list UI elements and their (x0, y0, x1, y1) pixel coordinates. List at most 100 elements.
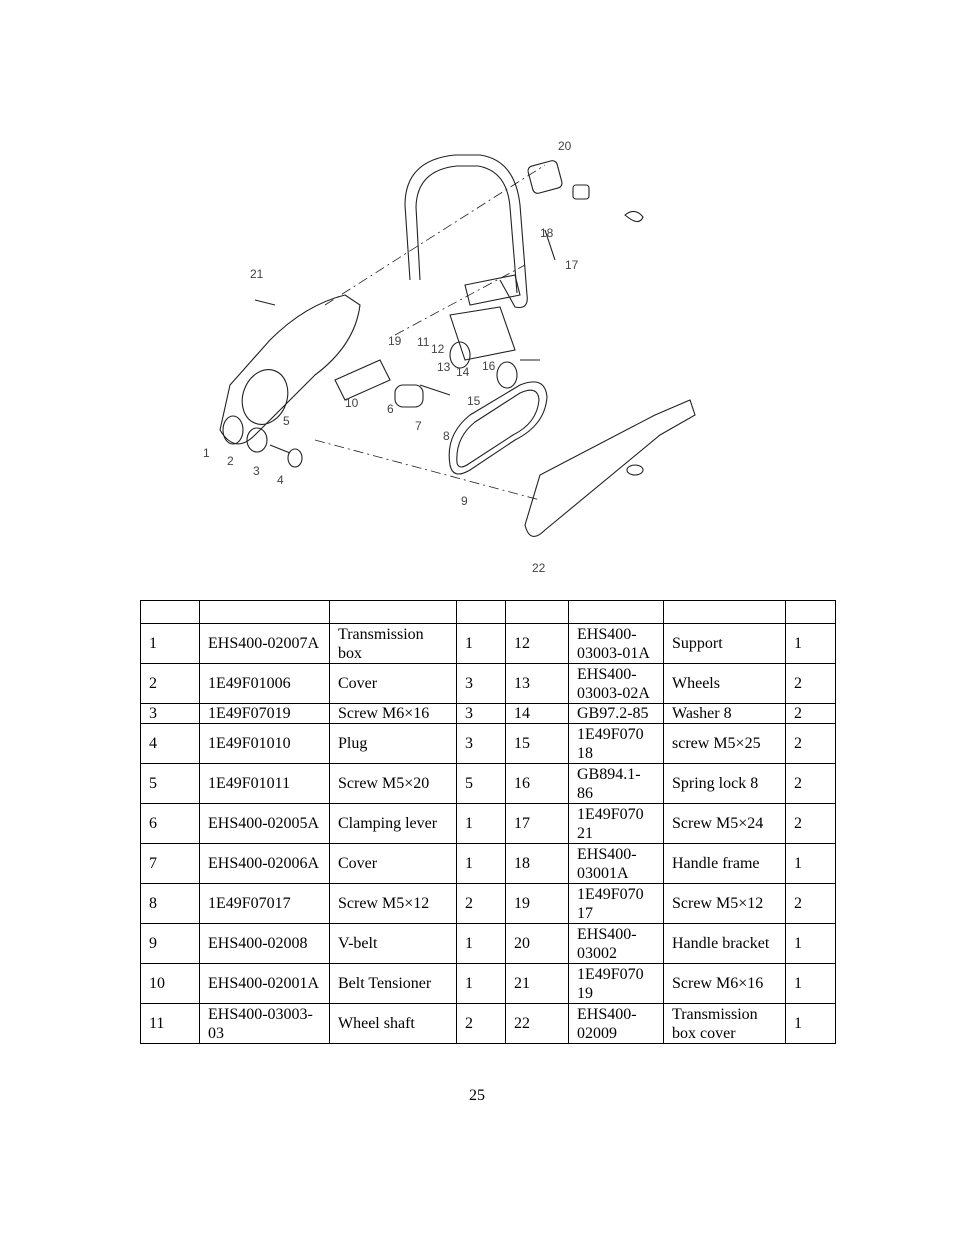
table-cell: EHS400-02001A (199, 963, 330, 1004)
header-cell (568, 600, 664, 624)
callout-22: 22 (532, 561, 546, 575)
table-cell: 2 (785, 723, 836, 764)
plug-4 (287, 448, 303, 468)
table-cell: 1E49F07017 (199, 883, 330, 924)
table-cell: 2 (785, 883, 836, 924)
exploded-parts-diagram: 1 2 3 4 5 6 7 8 9 10 11 12 13 14 15 16 1… (195, 135, 705, 580)
table-cell: 5 (140, 763, 200, 804)
table-cell: Cover (329, 663, 457, 704)
table-cell: Screw M5×24 (663, 803, 786, 844)
header-cell (329, 600, 457, 624)
table-cell: 5 (456, 763, 506, 804)
table-cell: 7 (140, 843, 200, 884)
table-cell: Screw M6×16 (663, 963, 786, 1004)
callout-18: 18 (540, 226, 554, 240)
table-cell: Screw M5×20 (329, 763, 457, 804)
table-cell: 1 (456, 963, 506, 1004)
callout-19: 19 (388, 334, 402, 348)
table-cell: 10 (140, 963, 200, 1004)
table-cell: 1 (785, 623, 836, 664)
table-cell: 17 (505, 803, 569, 844)
table-cell: Transmission box cover (663, 1003, 786, 1044)
callout-8: 8 (443, 429, 450, 443)
header-cell (199, 600, 330, 624)
table-cell: 1E49F01010 (199, 723, 330, 764)
header-cell (456, 600, 506, 624)
callout-12: 12 (431, 342, 445, 356)
table-cell: 12 (505, 623, 569, 664)
table-cell: 1E49F070 21 (568, 803, 664, 844)
table-cell: 2 (140, 663, 200, 704)
header-cell (785, 600, 836, 624)
table-cell: Wheel shaft (329, 1003, 457, 1044)
table-cell: EHS400-03003-03 (199, 1003, 330, 1044)
table-cell: EHS400-02006A (199, 843, 330, 884)
table-cell: Wheels (663, 663, 786, 704)
table-cell: EHS400-02007A (199, 623, 330, 664)
table-cell: 3 (456, 703, 506, 724)
table-cell: 1 (785, 923, 836, 964)
table-cell: Support (663, 623, 786, 664)
callout-1: 1 (203, 446, 210, 460)
v-belt (448, 381, 548, 475)
table-cell: 2 (456, 883, 506, 924)
callout-6: 6 (387, 402, 394, 416)
table-cell: 2 (785, 703, 836, 724)
callout-2: 2 (227, 454, 234, 468)
page-number: 25 (469, 1087, 485, 1104)
table-cell: 1E49F070 17 (568, 883, 664, 924)
table-cell: 1 (785, 1003, 836, 1044)
table-cell: 3 (456, 663, 506, 704)
header-cell (663, 600, 786, 624)
table-cell: 3 (456, 723, 506, 764)
table-cell: 3 (140, 703, 200, 724)
callout-3: 3 (253, 464, 260, 478)
table-cell: 11 (140, 1003, 200, 1044)
table-cell: 15 (505, 723, 569, 764)
table-cell: 1 (456, 623, 506, 664)
table-cell: Handle frame (663, 843, 786, 884)
table-cell: Screw M5×12 (329, 883, 457, 924)
transmission-box-cover (524, 399, 696, 537)
table-cell: Spring lock 8 (663, 763, 786, 804)
table-cell: 19 (505, 883, 569, 924)
diagram-drawing: 1 2 3 4 5 6 7 8 9 10 11 12 13 14 15 16 1… (203, 139, 696, 575)
table-cell: 1 (140, 623, 200, 664)
table-cell: 1 (456, 803, 506, 844)
table-header-row (140, 600, 836, 624)
table-cell: EHS400-03001A (568, 843, 664, 884)
callout-5: 5 (283, 414, 290, 428)
table-cell: 14 (505, 703, 569, 724)
table-cell: 1 (785, 843, 836, 884)
table-cell: EHS400-02009 (568, 1003, 664, 1044)
table-cell: 1 (456, 923, 506, 964)
table-cell: 2 (785, 803, 836, 844)
table-cell: Washer 8 (663, 703, 786, 724)
callout-9: 9 (461, 494, 468, 508)
table-cell: 22 (505, 1003, 569, 1044)
callout-16: 16 (482, 359, 496, 373)
callout-11: 11 (417, 335, 430, 349)
callout-21: 21 (250, 267, 264, 281)
table-cell: EHS400-02008 (199, 923, 330, 964)
table-cell: 9 (140, 923, 200, 964)
table-cell: 2 (785, 763, 836, 804)
callout-7: 7 (415, 419, 422, 433)
table-cell: Cover (329, 843, 457, 884)
wheel-16 (496, 361, 518, 389)
header-cell (505, 600, 569, 624)
table-cell: 16 (505, 763, 569, 804)
handle-bracket (527, 160, 563, 194)
table-cell: 1E49F01011 (199, 763, 330, 804)
table-cell: Screw M5×12 (663, 883, 786, 924)
wheel-13 (449, 341, 471, 369)
